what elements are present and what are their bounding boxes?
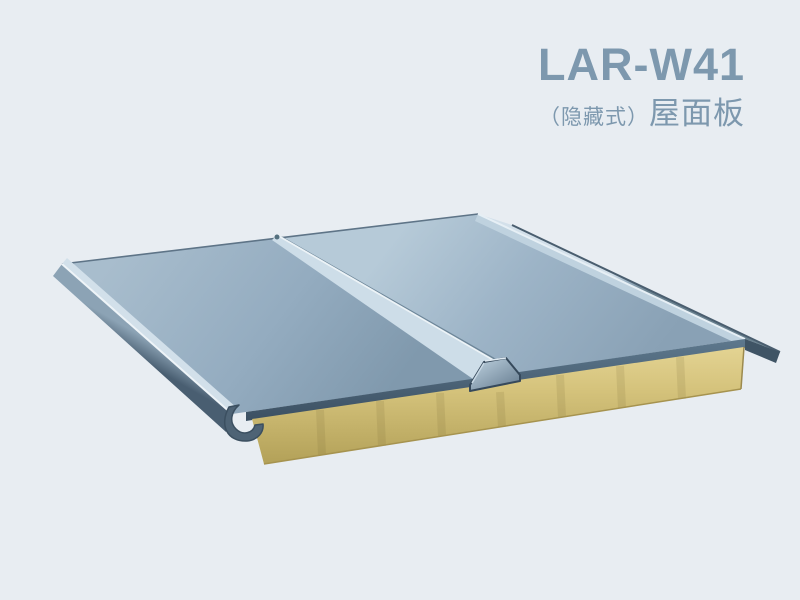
subtitle-prefix: （隐藏式） [539, 106, 649, 129]
panel-top-pan-left [62, 238, 495, 414]
panel-left-curl [224, 404, 264, 442]
panel-foam-core [252, 346, 745, 465]
panel-right-flange-tip [745, 339, 780, 363]
panel-mid-rib-section [469, 357, 521, 392]
panel-left-flange [53, 264, 232, 432]
panel-right-rib [475, 213, 746, 346]
panel-back-edge [61, 213, 479, 265]
subtitle-main: 屋面板 [649, 96, 745, 131]
panel-left-rib [61, 258, 237, 415]
product-header: LAR-W41 （隐藏式） 屋面板 [538, 42, 745, 129]
panel-top-pan-right [277, 214, 745, 376]
product-subtitle: （隐藏式） 屋面板 [538, 98, 745, 129]
product-title: LAR-W41 [538, 39, 745, 90]
foam-texture [316, 356, 686, 456]
panel-mid-rib [272, 234, 519, 379]
